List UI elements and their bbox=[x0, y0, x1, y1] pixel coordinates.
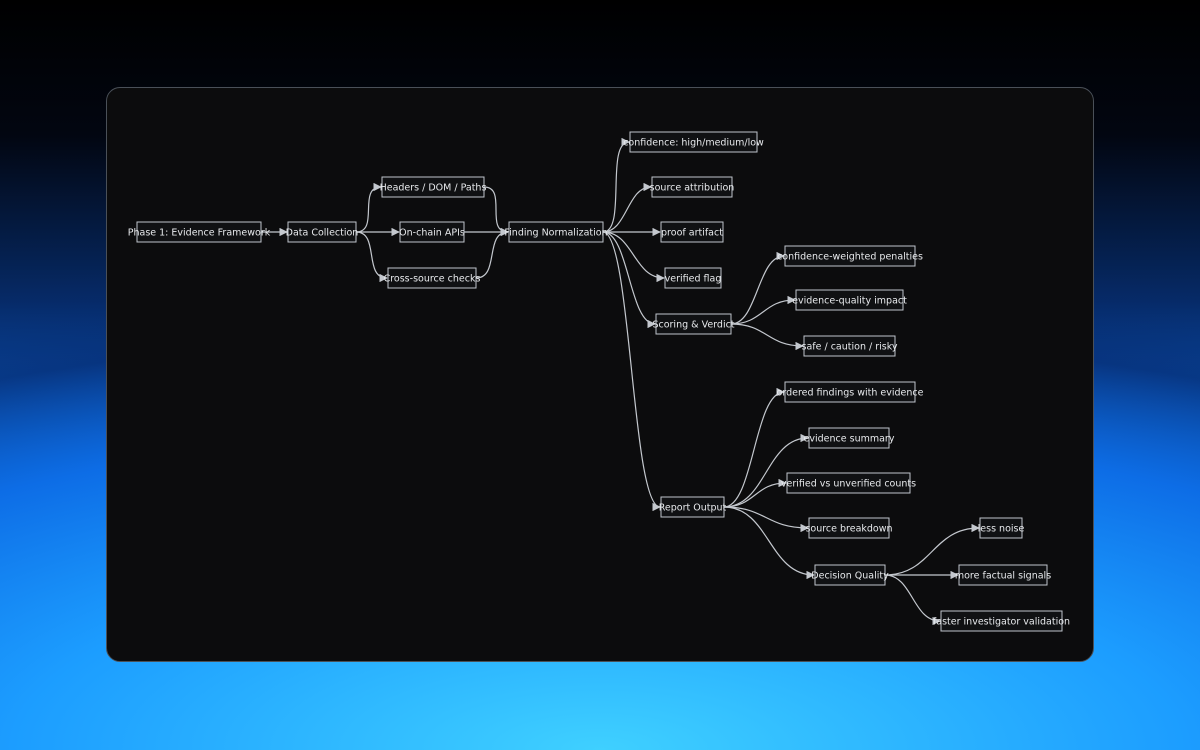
node-headers: Headers / DOM / Paths bbox=[380, 176, 487, 198]
node-box bbox=[814, 564, 886, 586]
flowchart: Phase 1: Evidence Framework Data Collecti… bbox=[128, 131, 1070, 632]
edge-score-to-penal bbox=[730, 251, 785, 325]
node-label: Decision Quality bbox=[811, 570, 889, 581]
node-onchain: On-chain APIs bbox=[399, 221, 465, 243]
edge-report-to-srcbreak bbox=[723, 506, 809, 533]
edge-norm-to-report bbox=[602, 231, 661, 512]
node-label: source breakdown bbox=[805, 523, 892, 534]
node-label: Finding Normalization bbox=[504, 227, 607, 238]
edge-report-to-decision bbox=[723, 506, 815, 580]
node-evimpact: evidence-quality impact bbox=[792, 289, 907, 311]
node-label: evidence-quality impact bbox=[792, 295, 907, 306]
node-box bbox=[387, 267, 477, 289]
node-label: Scoring & Verdict bbox=[652, 319, 734, 330]
node-label: confidence: high/medium/low bbox=[623, 137, 764, 148]
node-box bbox=[660, 221, 724, 243]
node-box bbox=[660, 496, 725, 518]
node-label: faster investigator validation bbox=[933, 616, 1070, 627]
edge-decision-to-faster bbox=[884, 574, 941, 626]
edge-report-to-ordered bbox=[723, 387, 785, 508]
edge-cross-to-norm bbox=[475, 227, 509, 279]
node-report: Report Output bbox=[659, 496, 727, 518]
node-box bbox=[958, 564, 1048, 586]
nodes: Phase 1: Evidence Framework Data Collecti… bbox=[128, 131, 1070, 632]
node-box bbox=[655, 313, 732, 335]
edge-report-to-vcounts bbox=[723, 478, 787, 508]
node-box bbox=[136, 221, 262, 243]
node-label: less noise bbox=[978, 523, 1025, 534]
node-label: Report Output bbox=[659, 502, 727, 513]
node-label: more factual signals bbox=[955, 570, 1051, 581]
node-srcattr: source attribution bbox=[650, 176, 735, 198]
edges bbox=[261, 137, 980, 626]
node-box bbox=[381, 176, 485, 198]
edge-score-to-safe bbox=[730, 323, 804, 351]
node-box bbox=[808, 427, 890, 449]
node-vcounts: verified vs unverified counts bbox=[781, 472, 916, 494]
node-label: Cross-source checks bbox=[384, 273, 481, 284]
node-conf: confidence: high/medium/low bbox=[623, 131, 764, 153]
node-noise: less noise bbox=[978, 517, 1025, 539]
node-collect: Data Collection bbox=[286, 221, 359, 243]
node-box bbox=[803, 335, 896, 357]
node-label: Data Collection bbox=[286, 227, 359, 238]
edge-norm-to-conf bbox=[602, 137, 630, 233]
node-decision: Decision Quality bbox=[811, 564, 889, 586]
node-box bbox=[664, 267, 722, 289]
node-label: ordered findings with evidence bbox=[777, 387, 924, 398]
node-box bbox=[979, 517, 1023, 539]
node-label: Phase 1: Evidence Framework bbox=[128, 227, 271, 238]
node-evsum: evidence summary bbox=[804, 427, 895, 449]
edge-norm-to-score bbox=[602, 231, 656, 329]
node-factual: more factual signals bbox=[955, 564, 1051, 586]
node-box bbox=[784, 245, 916, 267]
node-label: proof artifact bbox=[661, 227, 723, 238]
node-box bbox=[399, 221, 465, 243]
edge-collect-to-headers bbox=[355, 182, 382, 233]
node-phase1: Phase 1: Evidence Framework bbox=[128, 221, 271, 243]
node-label: safe / caution / risky bbox=[802, 341, 898, 352]
node-verflag: verified flag bbox=[664, 267, 722, 289]
edge-score-to-evimpact bbox=[730, 295, 796, 325]
node-box bbox=[784, 381, 916, 403]
node-score: Scoring & Verdict bbox=[652, 313, 735, 335]
node-label: source attribution bbox=[650, 182, 735, 193]
node-label: evidence summary bbox=[804, 433, 895, 444]
edge-decision-to-noise bbox=[884, 523, 980, 576]
node-label: confidence-weighted penalties bbox=[777, 251, 923, 262]
diagram-panel: Phase 1: Evidence Framework Data Collecti… bbox=[106, 87, 1094, 662]
node-label: Headers / DOM / Paths bbox=[380, 182, 487, 193]
edge-collect-to-cross bbox=[355, 231, 388, 283]
node-label: verified flag bbox=[665, 273, 722, 284]
edge-headers-to-norm bbox=[483, 186, 509, 237]
node-safe: safe / caution / risky bbox=[802, 335, 898, 357]
node-box bbox=[508, 221, 604, 243]
edge-norm-to-srcattr bbox=[602, 182, 652, 233]
node-box bbox=[651, 176, 733, 198]
node-proof: proof artifact bbox=[660, 221, 724, 243]
node-box bbox=[940, 610, 1063, 632]
node-box bbox=[795, 289, 904, 311]
node-cross: Cross-source checks bbox=[384, 267, 481, 289]
node-box bbox=[786, 472, 911, 494]
node-label: On-chain APIs bbox=[399, 227, 465, 238]
node-penal: confidence-weighted penalties bbox=[777, 245, 923, 267]
node-norm: Finding Normalization bbox=[504, 221, 608, 243]
node-box bbox=[629, 131, 758, 153]
node-box bbox=[808, 517, 890, 539]
node-ordered: ordered findings with evidence bbox=[777, 381, 924, 403]
edge-norm-to-verflag bbox=[602, 231, 665, 283]
node-label: verified vs unverified counts bbox=[781, 478, 916, 489]
node-box bbox=[287, 221, 357, 243]
node-srcbreak: source breakdown bbox=[805, 517, 893, 539]
node-faster: faster investigator validation bbox=[933, 610, 1070, 632]
edge-report-to-evsum bbox=[723, 433, 809, 508]
